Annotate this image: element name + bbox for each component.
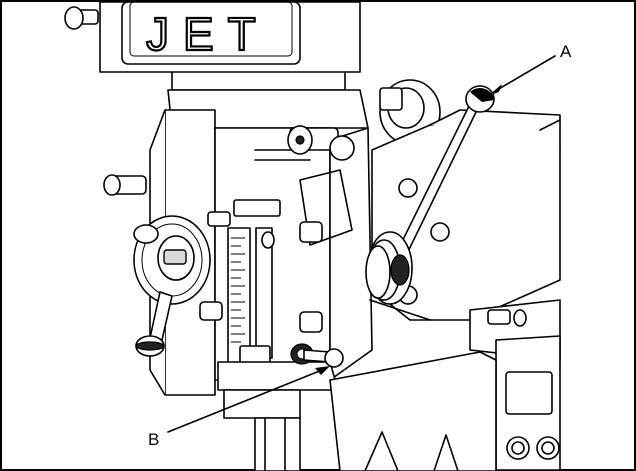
- quill-lock-lever: [290, 343, 344, 368]
- downfeed-lever: [365, 85, 495, 305]
- fine-feed-handwheel: [133, 215, 223, 357]
- brand-plate: JET: [121, 1, 301, 65]
- left-knob: [103, 174, 231, 227]
- callout-a: A: [488, 42, 572, 96]
- callout-a-label: A: [560, 42, 572, 61]
- brand-text: JET: [146, 8, 270, 60]
- side-pins: [299, 221, 323, 333]
- machine-base: [329, 351, 497, 471]
- head-knob: [287, 125, 355, 161]
- callout-b: B: [148, 366, 330, 449]
- quill: [217, 361, 339, 471]
- depth-scale: [227, 199, 281, 365]
- control-panel: [495, 335, 561, 471]
- top-knob: [64, 6, 99, 30]
- callout-b-label: B: [148, 430, 159, 449]
